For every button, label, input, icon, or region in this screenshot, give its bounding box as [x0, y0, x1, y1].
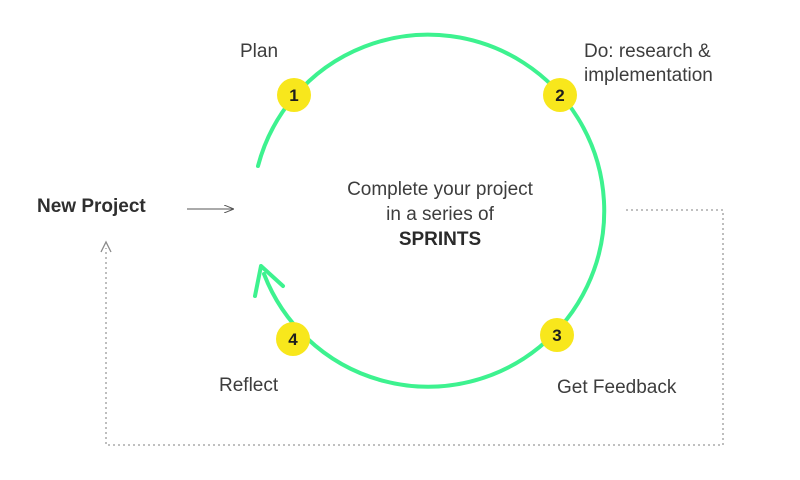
step-badge-3: 3 [540, 318, 574, 352]
return-loop-arrowhead [100, 240, 112, 253]
new-project-label: New Project [37, 196, 146, 217]
step-label-do-line2: implementation [584, 65, 713, 86]
step-label-plan: Plan [240, 41, 279, 62]
center-line-2: in a series of [386, 204, 494, 225]
center-line-sprints: SPRINTS [398, 229, 482, 250]
step-number-1: 1 [289, 86, 298, 105]
step-label-do-line1: Do: research & [584, 41, 711, 62]
step-badge-2: 2 [543, 78, 577, 112]
step-badge-1: 1 [277, 78, 311, 112]
center-line-1: Complete your project [347, 179, 533, 200]
step-number-3: 3 [552, 326, 561, 345]
step-badge-4: 4 [276, 322, 310, 356]
return-loop-dotted-line [105, 209, 724, 446]
step-label-reflect: Reflect [219, 375, 279, 396]
step-label-get-feedback: Get Feedback [557, 377, 677, 398]
cycle-arrowhead [253, 264, 285, 298]
step-number-4: 4 [288, 330, 298, 349]
cycle-arc [256, 32, 607, 389]
step-label-do: Do: research & implementation [584, 40, 713, 88]
center-description: Complete your project in a series of SPR… [306, 177, 574, 252]
step-number-2: 2 [555, 86, 564, 105]
